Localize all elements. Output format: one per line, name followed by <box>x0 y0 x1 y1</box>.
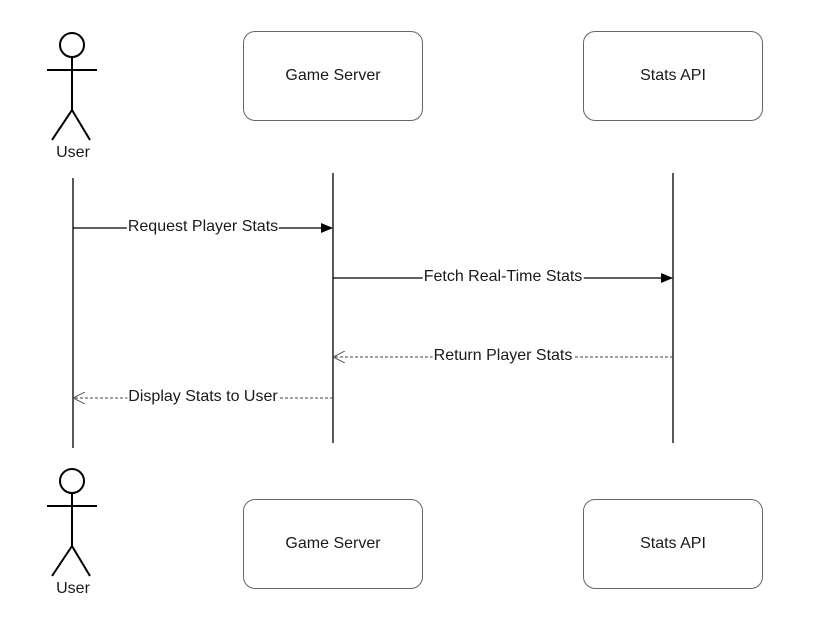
actor-user-top-label: User <box>55 144 91 162</box>
message-label-display-stats: Display Stats to User <box>127 388 279 406</box>
participant-stats-api-top: Stats API <box>583 31 763 121</box>
actor-user-bottom-label: User <box>55 580 91 598</box>
participant-game-server-top: Game Server <box>243 31 423 121</box>
participant-stats-api-bottom: Stats API <box>583 499 763 589</box>
participant-game-server-bottom: Game Server <box>243 499 423 589</box>
message-label-fetch-real-time-stats: Fetch Real-Time Stats <box>422 268 584 286</box>
actor-user-bottom-icon <box>47 468 97 577</box>
message-label-return-player-stats: Return Player Stats <box>432 347 574 365</box>
actor-user-top-icon <box>47 32 97 141</box>
message-label-request-player-stats: Request Player Stats <box>126 218 280 236</box>
